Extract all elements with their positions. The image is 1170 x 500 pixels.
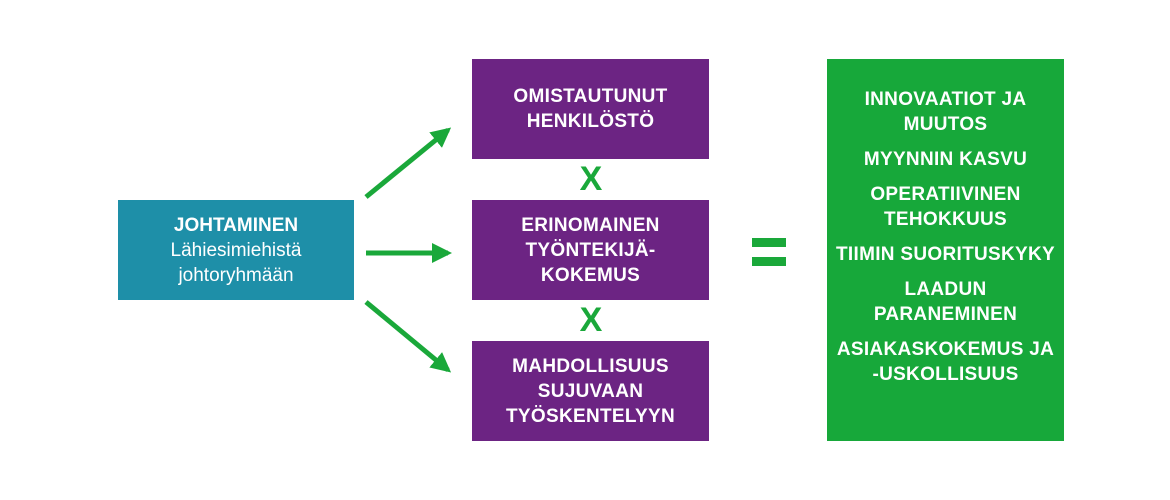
leadership-box: JOHTAMINEN Lähiesimiehistä johtoryhmään (118, 200, 354, 300)
result-item: ASIAKASKOKEMUS JA -USKOLLISUUS (836, 339, 1055, 385)
factor-label: MAHDOLLISUUS SUJUVAAN TYÖSKENTELYYN (506, 355, 675, 427)
factor-label: OMISTAUTUNUT HENKILÖSTÖ (513, 86, 668, 132)
leadership-subtitle-line1: Lähiesimiehistä (170, 239, 302, 261)
arrow-up (364, 127, 452, 199)
results-box: INNOVAATIOT JA MUUTOS MYYNNIN KASVU OPER… (827, 59, 1064, 441)
result-item: TIIMIN SUORITUSKYKY (836, 244, 1055, 265)
factor-label: ERINOMAINEN TYÖNTEKIJÄ-KOKEMUS (521, 214, 660, 286)
result-item: OPERATIIVINEN TEHOKKUUS (870, 184, 1021, 230)
equals-bar-top (752, 238, 786, 247)
multiply-sign-1: X (579, 160, 603, 198)
result-item: INNOVAATIOT JA MUUTOS (864, 89, 1027, 135)
leadership-title: JOHTAMINEN (173, 214, 299, 236)
factor-box-smooth-work: MAHDOLLISUUS SUJUVAAN TYÖSKENTELYYN (472, 341, 709, 441)
leadership-subtitle-line2: johtoryhmään (178, 264, 294, 286)
result-item: MYYNNIN KASVU (863, 149, 1028, 170)
result-item: LAADUN PARANEMINEN (873, 279, 1018, 325)
factor-box-committed-staff: OMISTAUTUNUT HENKILÖSTÖ (472, 59, 709, 159)
equals-bar-bottom (752, 257, 786, 266)
equals-sign (752, 238, 786, 268)
arrow-down (364, 300, 452, 373)
factor-box-employee-experience: ERINOMAINEN TYÖNTEKIJÄ-KOKEMUS (472, 200, 709, 300)
multiply-sign-2: X (579, 301, 603, 339)
